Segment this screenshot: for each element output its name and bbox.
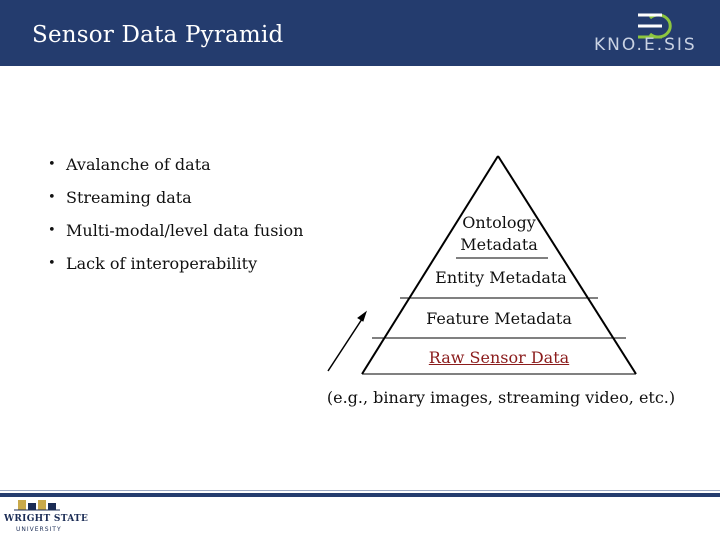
university-sub: UNIVERSITY [16, 526, 62, 533]
bullet-item: • Avalanche of data [48, 148, 303, 181]
bullet-text: Streaming data [66, 188, 192, 207]
bullet-dot-icon: • [48, 157, 56, 172]
pyramid-level-ontology: Ontology Metadata [460, 212, 538, 256]
pyramid-right-edge [497, 155, 637, 375]
pyramid-level-entity: Entity Metadata [435, 268, 567, 287]
pyramid-caption: (e.g., binary images, streaming video, e… [326, 388, 676, 407]
bullet-text: Multi-modal/level data fusion [66, 221, 304, 240]
bullet-dot-icon: • [48, 190, 56, 205]
bullet-text: Avalanche of data [66, 155, 211, 174]
pyramid-level-raw: Raw Sensor Data [428, 348, 570, 367]
bullet-text: Lack of interoperability [66, 254, 258, 273]
footer-divider-thin [0, 490, 720, 491]
arrow-head [357, 310, 367, 322]
knoesis-logo-icon [638, 13, 672, 39]
footer-divider [0, 493, 720, 497]
bullet-dot-icon: • [48, 256, 56, 271]
slide-header [0, 0, 720, 66]
upward-arrow-icon [327, 315, 365, 372]
wright-state-logo-icon [14, 500, 60, 511]
bullet-dot-icon: • [48, 223, 56, 238]
bullet-item: • Lack of interoperability [48, 247, 303, 280]
pyramid-left-edge [361, 155, 499, 375]
bullet-item: • Streaming data [48, 181, 303, 214]
slide-title: Sensor Data Pyramid [32, 22, 284, 48]
university-name: WRIGHT STATE [4, 514, 89, 524]
logo-text: KNO.E.SIS [594, 35, 697, 55]
bullet-list: • Avalanche of data • Streaming data • Mult… [48, 148, 303, 280]
ontology-line-2: Metadata [460, 235, 538, 254]
pyramid-level-feature: Feature Metadata [426, 309, 572, 328]
bullet-item: • Multi-modal/level data fusion [48, 214, 303, 247]
ontology-line-1: Ontology [462, 213, 536, 232]
